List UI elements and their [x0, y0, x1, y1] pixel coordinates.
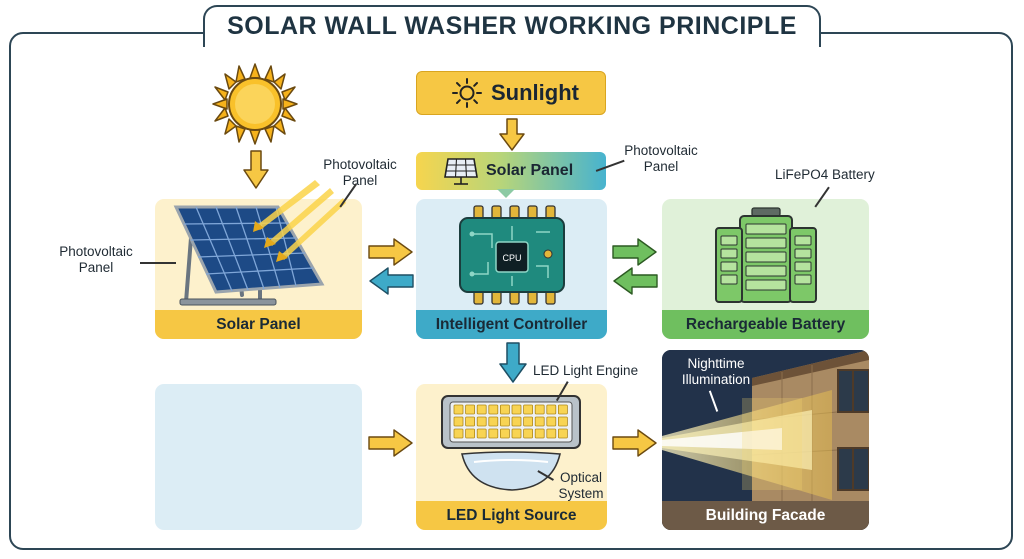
battery-annotation: LiFePO4 Battery: [775, 167, 875, 182]
led-caption: LED Light Source: [416, 501, 607, 530]
led-chip: [500, 428, 510, 439]
led-chip: [500, 404, 510, 415]
pv-annotation-mid: Photovoltaic Panel: [323, 157, 397, 188]
led-chip: [511, 416, 522, 427]
arrow-left-icon: [368, 267, 414, 295]
solar-panel-caption: Solar Panel: [155, 310, 362, 339]
battery-caption: Rechargeable Battery: [662, 310, 869, 339]
led-chip: [546, 428, 557, 439]
arrow-right-icon: [368, 238, 414, 266]
arrow-right-icon: [612, 238, 658, 266]
led-chip: [488, 404, 499, 415]
solar-panel-pill-text: Solar Panel: [486, 162, 574, 179]
arrow-right-icon: [368, 429, 414, 457]
arrow-right-icon: [612, 429, 658, 457]
facade-box: Nighttime Illumination Building Facade: [662, 350, 869, 530]
solar-array-illustration: [160, 180, 360, 310]
led-chip: [476, 428, 487, 439]
sun-icon: [210, 62, 300, 146]
led-chip: [500, 416, 510, 427]
led-chip: [453, 404, 464, 415]
led-chip: [511, 404, 522, 415]
pill-pointer: [497, 189, 515, 198]
led-chip: [465, 428, 476, 439]
led-chip: [453, 428, 464, 439]
led-chip: [534, 416, 545, 427]
led-chip: [534, 404, 545, 415]
cpu-label: CPU: [502, 253, 521, 263]
diagram-title: SOLAR WALL WASHER WORKING PRINCIPLE: [227, 12, 797, 40]
led-chip: [534, 428, 545, 439]
led-chip: [558, 416, 568, 427]
arrow-down-icon: [499, 342, 527, 384]
arrow-down-icon: [243, 150, 269, 190]
led-chip: [465, 416, 476, 427]
controller-caption: Intelligent Controller: [416, 310, 607, 339]
led-chip: [523, 416, 533, 427]
led-chip: [546, 404, 557, 415]
optical-annotation: Optical System: [558, 470, 604, 501]
led-chip: [558, 404, 568, 415]
led-chip: [558, 428, 568, 439]
leader-line: [140, 262, 176, 264]
chip-icon: CPU: [452, 204, 572, 308]
led-chip: [511, 428, 522, 439]
led-chip: [523, 428, 533, 439]
solar-panel-pill: Solar Panel: [416, 152, 606, 190]
led-chip: [546, 416, 557, 427]
sun-outline-icon: [451, 77, 483, 109]
led-chip: [488, 416, 499, 427]
led-chip: [488, 428, 499, 439]
led-engine-annotation: LED Light Engine: [533, 363, 639, 378]
nighttime-annotation: Nighttime Illumination: [681, 356, 751, 387]
arrow-down-icon: [499, 118, 525, 152]
title-tab: [203, 5, 821, 47]
led-chip: [523, 404, 533, 415]
led-chip: [453, 416, 464, 427]
led-array-icon: [440, 392, 590, 492]
pv-annotation-left: Photovoltaic Panel: [59, 244, 133, 275]
sunlight-text: Sunlight: [491, 80, 579, 105]
arrow-left-icon: [612, 267, 658, 295]
sunlight-label: Sunlight: [416, 71, 606, 115]
pv-annotation-top: Photovoltaic Panel: [624, 143, 698, 174]
led-chip: [476, 416, 487, 427]
empty-placeholder-box: [155, 384, 362, 530]
led-chip: [476, 404, 487, 415]
battery-icon: [714, 206, 818, 306]
led-chip: [465, 404, 476, 415]
solar-panel-icon: [444, 157, 478, 185]
facade-caption: Building Facade: [662, 501, 869, 530]
